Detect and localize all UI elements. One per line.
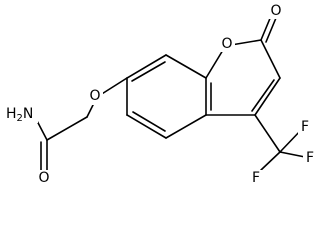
bond-c3-c4 xyxy=(254,77,281,116)
bond-c6-c5-double xyxy=(132,111,166,132)
amide-nitrogen-element: N xyxy=(23,106,33,122)
amide-nitrogen-label: H2N xyxy=(6,106,33,124)
fluorine-2-label: F xyxy=(306,150,314,166)
fluorine-1-background xyxy=(298,119,312,135)
fluorine-1-label: F xyxy=(301,119,309,135)
bond-c2-c3 xyxy=(260,39,281,79)
amide-nitrogen-background xyxy=(4,105,38,123)
amide-nitrogen-hydrogen-count: 2 xyxy=(17,113,23,124)
bond-cf3-f2 xyxy=(279,151,306,158)
bond-c3-c4-double xyxy=(251,79,275,112)
bond-ch2-amide-c xyxy=(46,116,88,141)
ring-oxygen-label: O xyxy=(221,36,232,52)
bond-c8-c7 xyxy=(126,54,167,79)
ether-oxygen-background xyxy=(87,87,103,105)
bond-c8a-o1 xyxy=(205,49,224,79)
ether-oxygen-label: O xyxy=(89,88,100,104)
fluorine-3-background xyxy=(249,170,263,186)
ring-oxygen-background xyxy=(219,36,235,52)
bond-c6-c5 xyxy=(126,114,167,139)
bond-c4-cf3 xyxy=(254,114,281,153)
fluorine-2-background xyxy=(303,150,317,166)
carbonyl-oxygen-label: O xyxy=(270,3,281,19)
carbonyl-oxygen-background xyxy=(268,3,284,19)
bond-layer xyxy=(34,15,306,176)
bond-c2-carbonyl-o xyxy=(260,15,272,41)
bond-c8a-c8 xyxy=(165,54,207,79)
bond-c2-carbonyl-o-double xyxy=(265,17,277,43)
amide-oxygen-background xyxy=(36,170,52,187)
atom-label-layer: O O O O H2N F F F xyxy=(4,3,317,187)
bond-c5-c4a xyxy=(165,114,207,139)
bond-o1-c2 xyxy=(230,39,262,46)
amide-oxygen-label: O xyxy=(38,170,49,186)
fluorine-3-label: F xyxy=(252,170,260,186)
amide-nitrogen-hydrogen: H xyxy=(6,106,17,122)
bond-c8-c7-double xyxy=(131,61,166,82)
molecule-structure-diagram: O O O O H2N F F F xyxy=(4,3,317,187)
bond-cf3-f3 xyxy=(260,151,281,171)
